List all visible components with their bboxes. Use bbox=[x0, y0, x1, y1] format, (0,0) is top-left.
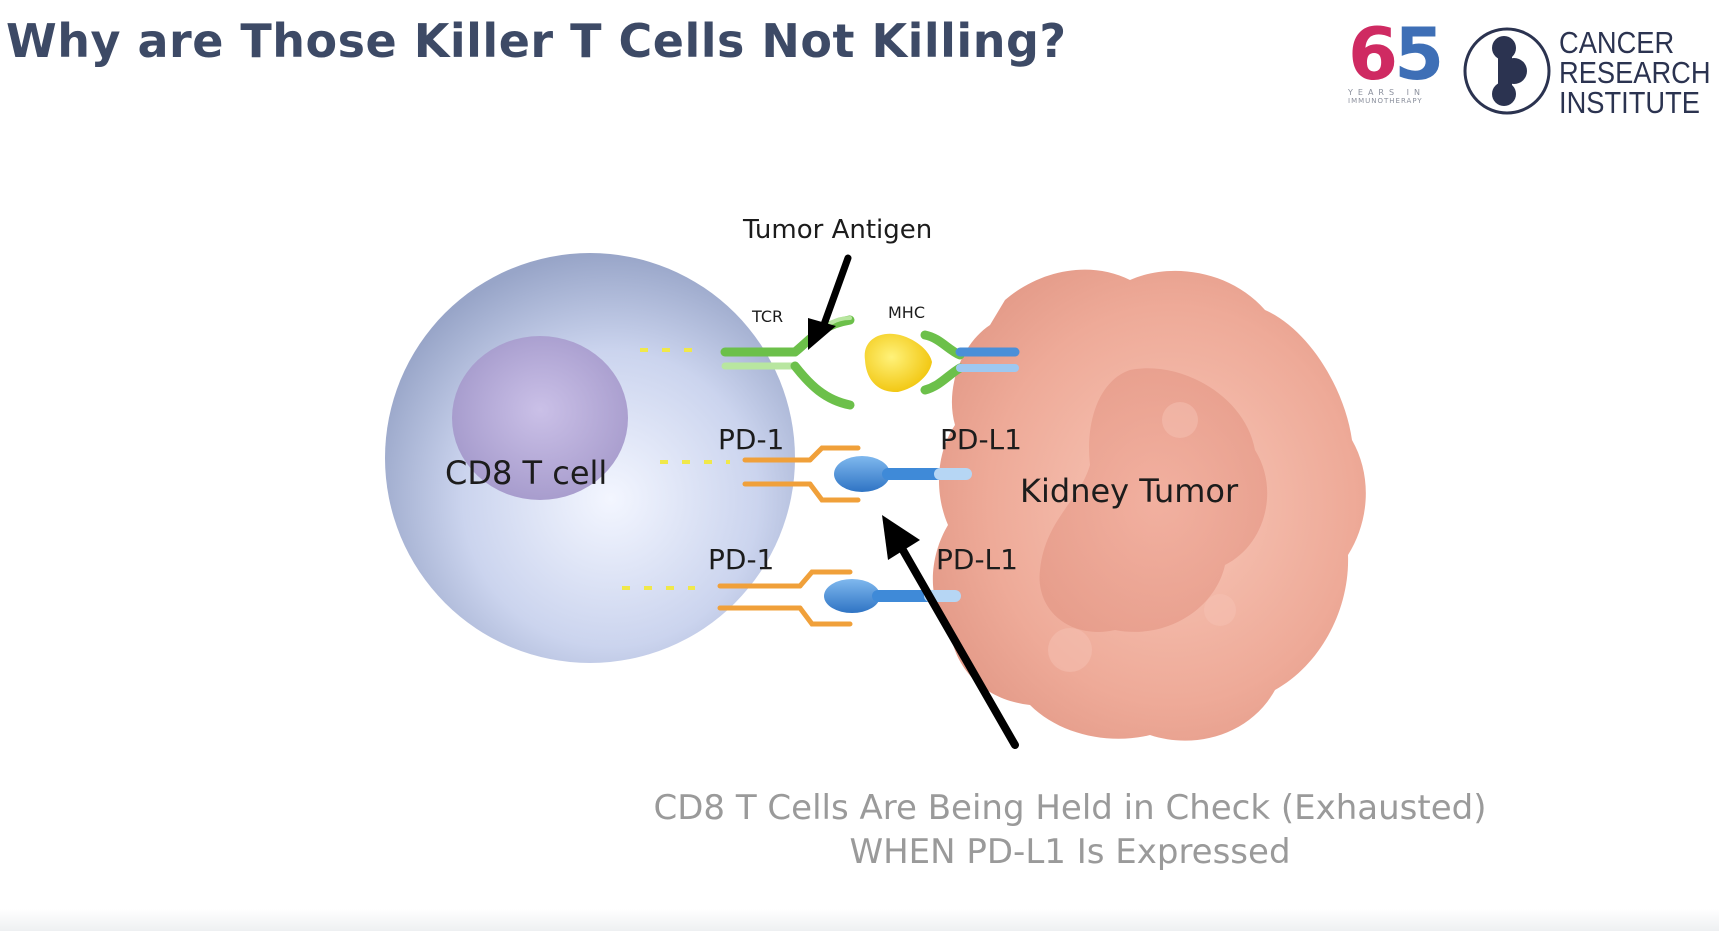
mhc-label: MHC bbox=[888, 303, 925, 322]
65-years-digits: 65 bbox=[1348, 12, 1444, 96]
tumor-antigen-arrow bbox=[808, 254, 852, 350]
tumor-texture bbox=[1048, 628, 1092, 672]
pdl1-lower-label: PD-L1 bbox=[936, 543, 1018, 576]
tcr-receptor bbox=[720, 315, 855, 410]
cri-logo-text: CANCER RESEARCH INSTITUTE bbox=[1559, 25, 1711, 120]
tumor-texture bbox=[1204, 594, 1236, 626]
pd1-pdl1-upper bbox=[742, 445, 972, 503]
t-cell-nucleus bbox=[452, 336, 628, 500]
pdl1-expression-arrow bbox=[882, 515, 1019, 749]
bottom-strip bbox=[0, 909, 1719, 931]
t-cell-label: CD8 T cell bbox=[445, 454, 607, 492]
pd1-upper-label: PD-1 bbox=[718, 423, 784, 456]
pdl1-upper-label: PD-L1 bbox=[940, 423, 1022, 456]
cri-logo-icon bbox=[1463, 27, 1551, 115]
caption-line-2: WHEN PD-L1 Is Expressed bbox=[849, 832, 1291, 872]
slide-title: Why are Those Killer T Cells Not Killing… bbox=[6, 14, 1067, 68]
caption-line-1: CD8 T Cells Are Being Held in Check (Exh… bbox=[653, 788, 1487, 828]
65-years-logo: 65 YEARS IN IMMUNOTHERAPY bbox=[1348, 18, 1448, 118]
mhc-complex bbox=[864, 330, 1020, 395]
65-years-subtitle-2: IMMUNOTHERAPY bbox=[1348, 97, 1423, 105]
tumor-label: Kidney Tumor bbox=[1020, 472, 1239, 510]
pd1-lower-label: PD-1 bbox=[708, 543, 774, 576]
tumor-antigen-blob bbox=[864, 333, 932, 393]
tumor-antigen-label: Tumor Antigen bbox=[742, 215, 932, 245]
65-years-subtitle: YEARS IN bbox=[1348, 88, 1425, 97]
caption: CD8 T Cells Are Being Held in Check (Exh… bbox=[620, 786, 1520, 874]
tcr-label: TCR bbox=[751, 307, 783, 326]
tumor-inner-region bbox=[1039, 368, 1268, 632]
pd1-pdl1-lower bbox=[717, 569, 961, 627]
tumor-texture bbox=[1162, 402, 1198, 438]
